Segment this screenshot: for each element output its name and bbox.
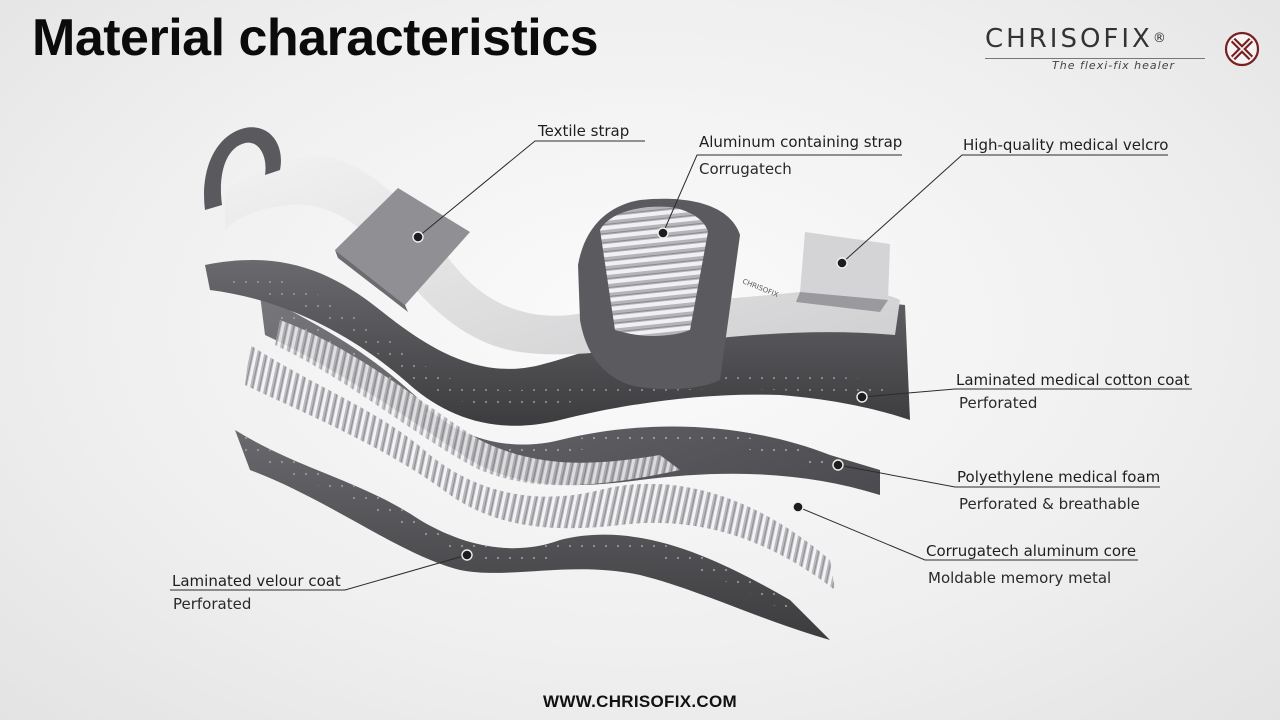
- dot-foam: [832, 459, 844, 471]
- callout-cotton-coat-sub: Perforated: [959, 394, 1038, 412]
- callout-foam-sub: Perforated & breathable: [959, 495, 1140, 513]
- textile-strap-pad: [335, 188, 470, 305]
- callout-velour-coat: Laminated velour coat: [172, 572, 341, 590]
- callout-velcro: High-quality medical velcro: [963, 136, 1169, 154]
- leader-aluminum-core: [797, 506, 1138, 561]
- callout-velour-coat-sub: Perforated: [173, 595, 252, 613]
- leader-aluminum-strap: [662, 154, 902, 234]
- brand-name-text: CHRISOFIX: [985, 24, 1153, 54]
- callout-aluminum-core-sub: Moldable memory metal: [928, 569, 1112, 587]
- aluminum-strap-ribs: [600, 206, 708, 336]
- page-title: Material characteristics: [32, 9, 599, 67]
- brand-divider: [985, 58, 1205, 59]
- dot-aluminum-core: [792, 501, 804, 513]
- dot-textile-strap: [412, 231, 424, 243]
- leader-foam: [837, 464, 1160, 488]
- brand-block: CHRISOFIX® The flexi-fix healer: [985, 24, 1210, 73]
- dot-cotton-coat: [856, 391, 868, 403]
- leader-lines: [170, 140, 1192, 591]
- velour-coat-layer: [235, 430, 830, 640]
- leader-dots: [412, 227, 868, 561]
- dot-velcro: [836, 257, 848, 269]
- leader-cotton-coat: [861, 388, 1192, 398]
- callout-textile-strap: Textile strap: [538, 122, 630, 140]
- leader-textile-strap: [417, 140, 645, 238]
- textile-strap-loop: [204, 127, 281, 210]
- chrisofix-logo-icon: [1224, 31, 1260, 67]
- callout-foam: Polyethylene medical foam: [957, 468, 1161, 486]
- leader-velcro: [841, 154, 1168, 264]
- website-link[interactable]: WWW.CHRISOFIX.COM: [543, 692, 737, 711]
- dot-aluminum-strap: [657, 227, 669, 239]
- registered-mark: ®: [1152, 31, 1169, 46]
- callout-aluminum-strap-sub: Corrugatech: [699, 160, 792, 178]
- brand-tagline: The flexi-fix healer: [1052, 59, 1175, 72]
- callout-cotton-coat: Laminated medical cotton coat: [956, 371, 1190, 389]
- dot-velour-coat: [461, 549, 473, 561]
- brand-name: CHRISOFIX®: [985, 24, 1210, 54]
- callout-aluminum-strap: Aluminum containing strap: [699, 133, 903, 151]
- leader-velour-coat: [170, 554, 468, 591]
- callout-aluminum-core: Corrugatech aluminum core: [926, 542, 1137, 560]
